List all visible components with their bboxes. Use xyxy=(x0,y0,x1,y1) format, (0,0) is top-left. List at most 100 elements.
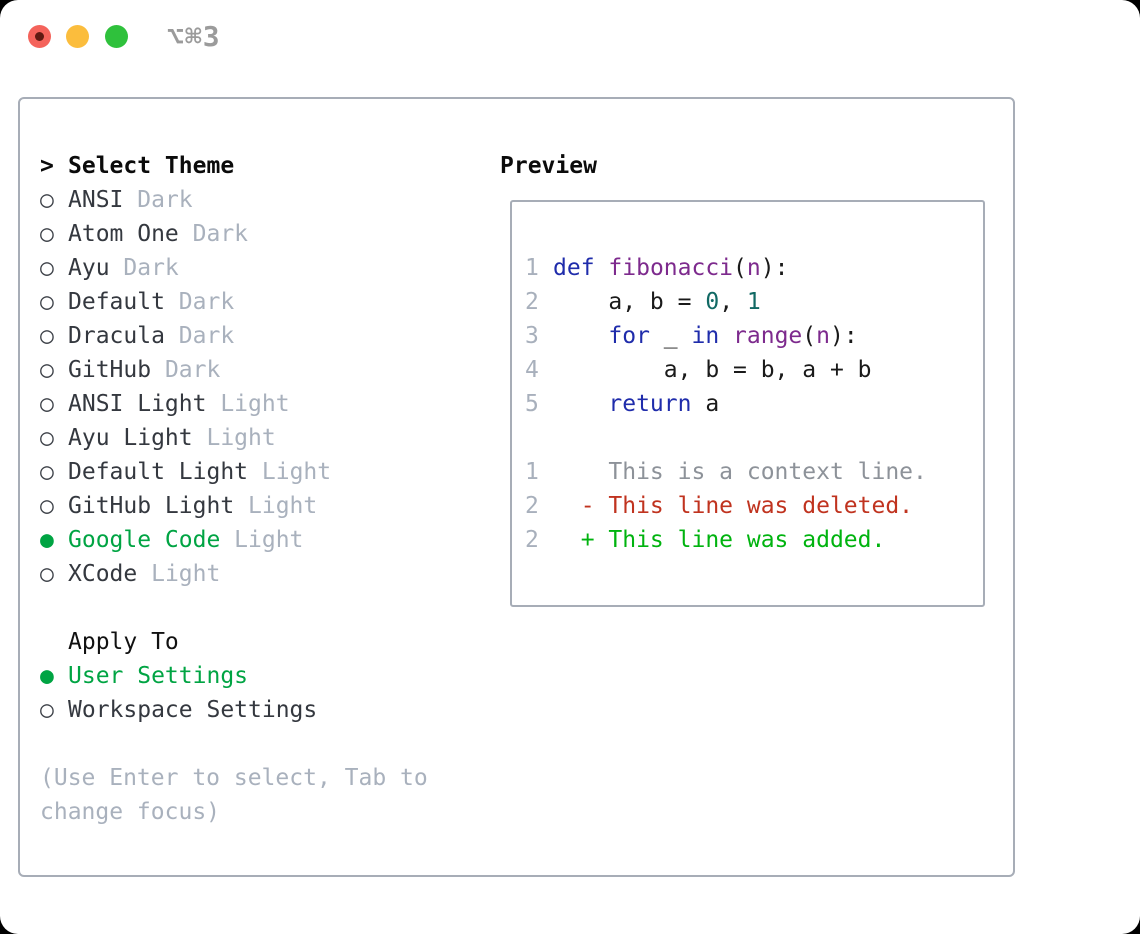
radio-selected-icon: ● xyxy=(40,663,54,689)
code-token: n xyxy=(746,255,761,281)
titlebar: ⌥⌘3 xyxy=(0,0,1140,97)
theme-option[interactable]: ○ XCode Light xyxy=(40,557,470,591)
diff-lines: 1 This is a context line. 2 - This line w… xyxy=(525,455,983,557)
radio-unselected-icon: ○ xyxy=(40,255,54,281)
theme-name: ANSI Light xyxy=(68,391,221,417)
select-theme-label: Select Theme xyxy=(68,153,235,179)
apply-to-header: Apply To xyxy=(40,625,470,659)
select-theme-header: > Select Theme xyxy=(40,149,470,183)
theme-option[interactable]: ○ GitHub Light Light xyxy=(40,489,470,523)
code-token: 1 xyxy=(746,289,761,315)
apply-option[interactable]: ● User Settings xyxy=(40,659,470,693)
diff-text: - This line was deleted. xyxy=(553,493,914,519)
theme-list-column: >Select Theme ○ANSI Dark○Atom One Dark○A… xyxy=(40,149,470,829)
theme-variant: Light xyxy=(248,493,318,519)
apply-to-label: Apply To xyxy=(68,629,179,655)
code-token: for xyxy=(608,323,650,349)
radio-selected-icon: ● xyxy=(40,527,54,553)
radio-unselected-icon: ○ xyxy=(40,425,54,451)
code-token: ): xyxy=(760,255,789,281)
line-number: 2 xyxy=(525,289,539,315)
apply-options: ● User Settings ○ Workspace Settings xyxy=(40,659,470,727)
theme-variant: Light xyxy=(206,425,276,451)
theme-option[interactable]: ○Atom One Dark xyxy=(40,217,470,251)
line-number: 5 xyxy=(525,391,539,417)
theme-option[interactable]: ○Default Dark xyxy=(40,285,470,319)
code-token xyxy=(553,391,608,417)
radio-unselected-icon: ○ xyxy=(40,323,54,349)
theme-name: ANSI xyxy=(68,187,138,213)
code-token: ( xyxy=(802,323,817,349)
theme-option[interactable]: ○ANSI Light Light xyxy=(40,387,470,421)
diff-text: This is a context line. xyxy=(553,459,927,485)
code-token: , xyxy=(719,289,747,315)
radio-unselected-icon: ○ xyxy=(40,459,54,485)
code-line: 3 for _ in range(n): xyxy=(525,319,983,353)
code-token: range xyxy=(733,323,803,349)
theme-name: GitHub Light xyxy=(68,493,249,519)
theme-name: GitHub xyxy=(68,357,165,383)
code-token: def xyxy=(553,255,595,281)
diff-text: + This line was added. xyxy=(553,527,886,553)
theme-option[interactable]: ○ Dracula Dark xyxy=(40,319,470,353)
theme-option[interactable]: ○ANSI Dark xyxy=(40,183,470,217)
code-token: fibonacci xyxy=(608,255,734,281)
line-number: 4 xyxy=(525,357,539,383)
theme-name: Default Light xyxy=(68,459,262,485)
theme-list: ○ANSI Dark○Atom One Dark○Ayu Dark○Defaul… xyxy=(40,183,470,591)
minimize-button[interactable] xyxy=(66,25,89,48)
theme-variant: Dark xyxy=(123,255,179,281)
theme-option[interactable]: ○Ayu Light Light xyxy=(40,421,470,455)
code-token: _ xyxy=(649,323,692,349)
code-token: return xyxy=(608,391,692,417)
apply-option-label: User Settings xyxy=(68,663,249,689)
theme-variant: Dark xyxy=(178,323,235,349)
radio-unselected-icon: ○ xyxy=(40,391,54,417)
code-token: ( xyxy=(733,255,747,281)
radio-unselected-icon: ○ xyxy=(40,493,54,519)
theme-option[interactable]: ○ Ayu Dark xyxy=(40,251,470,285)
apply-option[interactable]: ○ Workspace Settings xyxy=(40,693,470,727)
line-number: 1 xyxy=(525,255,539,281)
line-number: 3 xyxy=(525,323,539,349)
theme-variant: Dark xyxy=(164,357,221,383)
theme-variant: Light xyxy=(234,527,304,553)
theme-option[interactable]: ○ Default Light Light xyxy=(40,455,470,489)
radio-unselected-icon: ○ xyxy=(40,561,54,587)
apply-option-label: Workspace Settings xyxy=(68,697,318,723)
spacer xyxy=(40,727,470,761)
theme-variant: Light xyxy=(261,459,332,485)
window-title: ⌥⌘3 xyxy=(167,20,221,53)
theme-name: Atom One xyxy=(68,221,193,247)
theme-name: XCode xyxy=(68,561,152,587)
code-token xyxy=(553,323,608,349)
radio-unselected-icon: ○ xyxy=(40,697,54,723)
theme-name: Ayu xyxy=(68,255,124,281)
code-line: 5 return a xyxy=(525,387,983,421)
line-number: 2 xyxy=(525,527,539,553)
theme-name: Default xyxy=(68,289,179,315)
code-token: 0 xyxy=(705,289,720,315)
code-token: ): xyxy=(830,323,858,349)
theme-variant: Light xyxy=(151,561,221,587)
theme-variant: Dark xyxy=(178,289,235,315)
code-line: 2 a, b = 0, 1 xyxy=(525,285,983,319)
close-button[interactable] xyxy=(28,25,51,48)
prompt-icon: > xyxy=(40,153,54,179)
preview-header: Preview xyxy=(500,153,597,179)
theme-variant: Dark xyxy=(192,221,249,247)
code-line: 4 a, b = b, a + b xyxy=(525,353,983,387)
diff-line-ctx: 1 This is a context line. xyxy=(525,455,983,489)
code-line xyxy=(525,421,983,455)
theme-option[interactable]: ● Google Code Light xyxy=(40,523,470,557)
code-token xyxy=(719,323,733,349)
code-token: a xyxy=(691,391,720,417)
theme-name: Google Code xyxy=(68,527,235,553)
maximize-button[interactable] xyxy=(105,25,128,48)
theme-name: Dracula xyxy=(68,323,179,349)
code-token: n xyxy=(816,323,831,349)
theme-option[interactable]: ○GitHub Dark xyxy=(40,353,470,387)
line-number: 2 xyxy=(525,493,539,519)
